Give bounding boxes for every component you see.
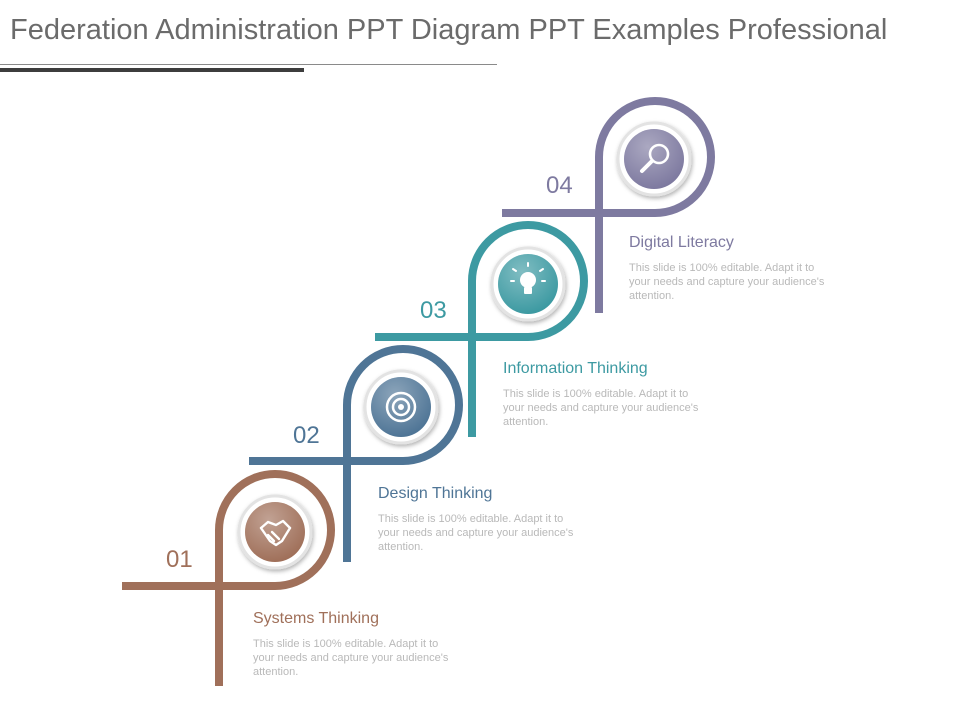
step-02-connector: [249, 345, 463, 562]
title-underline: [0, 64, 497, 65]
target-icon: [385, 391, 417, 423]
step-04-badge: [616, 121, 692, 197]
step-03-number: 03: [420, 297, 447, 324]
step-03-description: This slide is 100% editable. Adapt it to…: [503, 388, 699, 428]
step-02-number: 02: [293, 422, 320, 449]
step-01-heading: Systems Thinking: [253, 610, 379, 627]
lightbulb-icon: [510, 262, 546, 294]
step-01-badge: [237, 494, 313, 570]
step-02-description: This slide is 100% editable. Adapt it to…: [378, 513, 574, 553]
step-03-heading: Information Thinking: [503, 360, 648, 377]
step-01-number: 01: [166, 546, 193, 573]
step-04-number: 04: [546, 172, 573, 199]
magnifier-icon: [640, 143, 670, 173]
step-04-description: This slide is 100% editable. Adapt it to…: [629, 262, 825, 302]
step-04-heading: Digital Literacy: [629, 234, 734, 251]
step-01-connector: [122, 470, 335, 686]
step-03-connector: [375, 221, 588, 437]
step-04-connector: [502, 97, 715, 313]
page-title: Federation Administration PPT Diagram PP…: [10, 14, 888, 46]
step-02-heading: Design Thinking: [378, 485, 493, 502]
step-01-description: This slide is 100% editable. Adapt it to…: [253, 638, 449, 678]
handshake-icon: [259, 519, 292, 547]
title-underline-accent: [0, 68, 304, 72]
